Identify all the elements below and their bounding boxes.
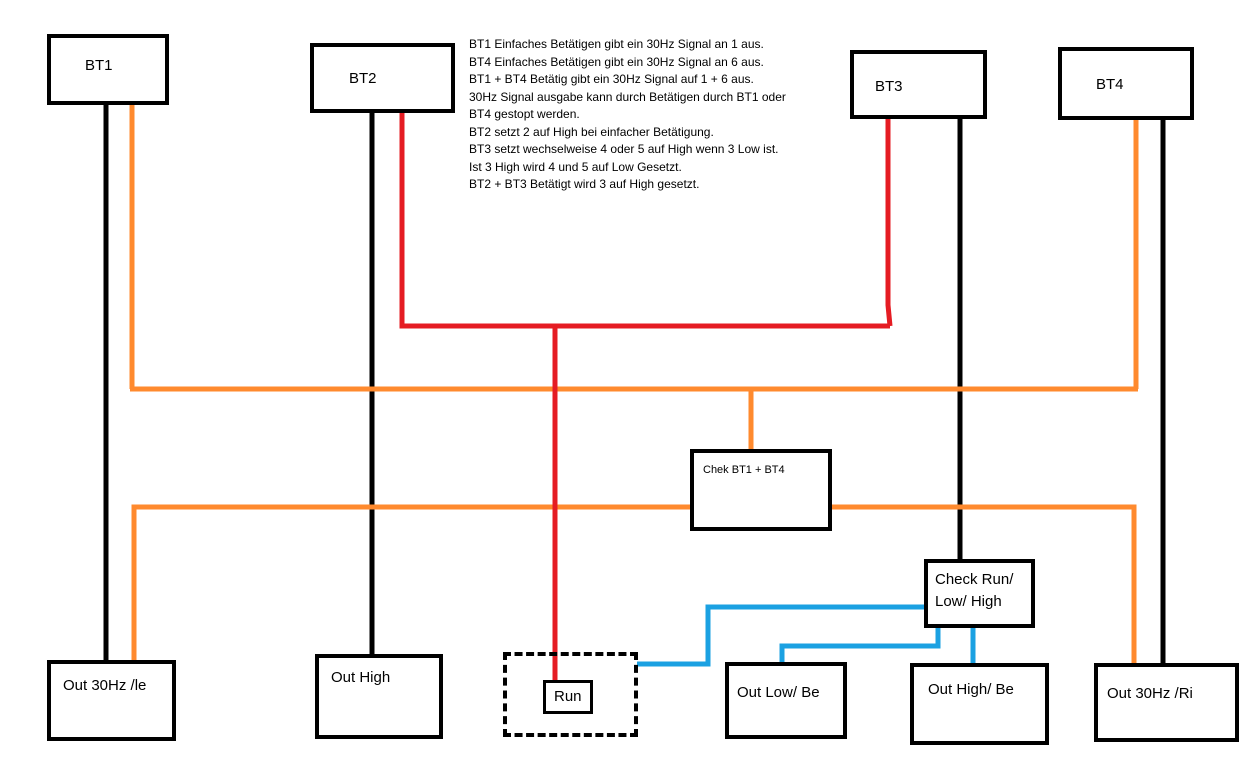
wire-bt2-red — [399, 112, 890, 329]
check-run-box: Check Run/ Low/ High — [924, 559, 1035, 628]
bt2-box: BT2 — [310, 43, 455, 113]
wire-check-out1 — [131, 504, 693, 662]
note-line: Ist 3 High wird 4 und 5 auf Low Gesetzt. — [469, 159, 682, 174]
check-run-label-line1: Check Run/ — [935, 571, 1014, 588]
run-dashed-box — [503, 652, 638, 737]
out-30hz-le-label: Out 30Hz /le — [63, 677, 147, 694]
note-line: BT1 Einfaches Betätigen gibt ein 30Hz Si… — [469, 37, 764, 51]
description-notes: BT1 Einfaches Betätigen gibt ein 30Hz Si… — [469, 36, 786, 194]
note-line: BT4 Einfaches Betätigen gibt ein 30Hz Si… — [469, 54, 764, 69]
note-line: BT2 + BT3 Betätigt wird 3 auf High geset… — [469, 177, 700, 191]
note-line: BT2 setzt 2 auf High bei einfacher Betät… — [469, 124, 714, 139]
note-line: 30Hz Signal ausgabe kann durch Betätigen… — [469, 89, 786, 104]
bt4-box: BT4 — [1058, 47, 1194, 120]
out-low-be-box: Out Low/ Be — [725, 662, 847, 739]
bt3-label: BT3 — [875, 78, 903, 95]
out-high-label: Out High — [331, 669, 391, 686]
out-30hz-ri-box: Out 30Hz /Ri — [1094, 663, 1239, 742]
wire-bt3-red — [885, 118, 893, 327]
out-30hz-le-box: Out 30Hz /le — [47, 660, 176, 741]
out-30hz-ri-label: Out 30Hz /Ri — [1107, 685, 1193, 702]
run-label: Run — [554, 688, 582, 705]
check-bt1-bt4-box: Chek BT1 + BT4 — [690, 449, 832, 531]
out-high-box: Out High — [315, 654, 443, 739]
out-high-be-label: Out High/ Be — [928, 681, 1014, 698]
out-high-be-box: Out High/ Be — [910, 663, 1049, 745]
bt3-box: BT3 — [850, 50, 987, 119]
run-box: Run — [543, 680, 593, 714]
bt1-label: BT1 — [85, 57, 113, 74]
out-low-be-label: Out Low/ Be — [737, 684, 820, 701]
check-bt1-bt4-label: Chek BT1 + BT4 — [703, 464, 785, 476]
bt4-label: BT4 — [1096, 76, 1124, 93]
wire-check-run-blue — [637, 604, 925, 667]
wire-check-out6 — [831, 504, 1137, 665]
check-run-label-line2: Low/ High — [935, 593, 1002, 610]
bt2-label: BT2 — [349, 70, 377, 87]
wire-check-low-be — [779, 626, 941, 664]
note-line: BT1 + BT4 Betätig gibt ein 30Hz Signal a… — [469, 72, 754, 86]
note-line: BT3 setzt wechselweise 4 oder 5 auf High… — [469, 142, 779, 156]
note-line: BT4 gestopt werden. — [469, 107, 580, 121]
bt1-box: BT1 — [47, 34, 169, 105]
